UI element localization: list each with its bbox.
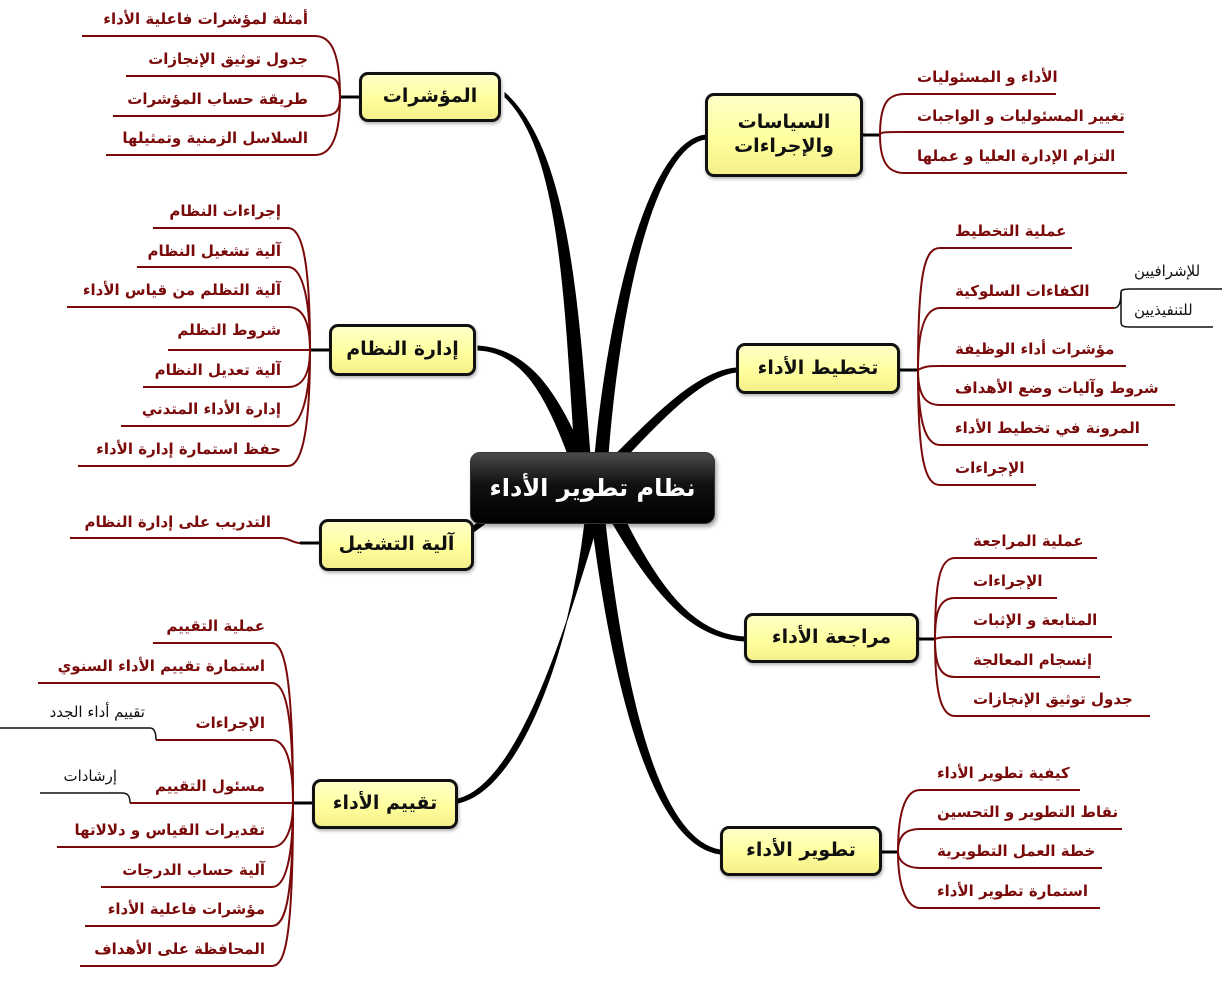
topic-indicators-label: المؤشرات (382, 85, 478, 108)
topic-planning[interactable]: تخطيط الأداء (736, 343, 900, 394)
subtopic-item[interactable]: مسئول التقييم (154, 777, 265, 795)
subtopic-item[interactable]: آلية التظلم من قياس الأداء (82, 281, 281, 299)
subtopic-item[interactable]: مؤشرات فاعلية الأداء (107, 900, 265, 918)
topic-system-management[interactable]: إدارة النظام (329, 324, 476, 376)
subtopic-item[interactable]: آلية تعديل النظام (154, 361, 281, 379)
topic-operation-mechanism[interactable]: آلية التشغيل (319, 519, 474, 571)
subtopic-item[interactable]: جدول توثيق الإنجازات (973, 690, 1133, 708)
tertiary-item[interactable]: تقييم أداء الجدد (49, 703, 145, 721)
tertiary-item[interactable]: للتنفيذيين (1134, 301, 1193, 319)
topic-policies-label-line1: السياسات (737, 111, 831, 134)
subtopic-item[interactable]: أمثلة لمؤشرات فاعلية الأداء (103, 10, 308, 28)
subtopic-item[interactable]: مؤشرات أداء الوظيفة (955, 340, 1115, 358)
subtopic-item[interactable]: عملية المراجعة (973, 532, 1084, 550)
topic-system-management-label: إدارة النظام (346, 338, 459, 361)
topic-performance-evaluation-label: تقييم الأداء (332, 792, 438, 815)
topic-planning-label: تخطيط الأداء (757, 356, 879, 379)
subtopic-item[interactable]: آلية حساب الدرجات (122, 861, 265, 879)
subtopic-item[interactable]: المرونة في تخطيط الأداء (955, 419, 1140, 437)
tertiary-item[interactable]: للإشرافيين (1134, 262, 1201, 280)
subtopic-item[interactable]: المتابعة و الإثبات (973, 611, 1098, 629)
topic-development[interactable]: تطوير الأداء (720, 826, 882, 876)
subtopic-item[interactable]: عملية التقييم (166, 617, 265, 635)
tertiary-item[interactable]: إرشادات (63, 767, 117, 785)
subtopic-item[interactable]: تغيير المسئوليات و الواجبات (917, 107, 1125, 125)
subtopic-item[interactable]: جدول توثيق الإنجازات (148, 50, 308, 68)
subtopic-item[interactable]: الإجراءات (973, 572, 1043, 590)
subtopic-item[interactable]: حفظ استمارة إدارة الأداء (96, 440, 281, 458)
subtopic-item[interactable]: الكفاءات السلوكية (955, 282, 1090, 300)
subtopic-item[interactable]: استمارة تقييم الأداء السنوي (57, 657, 265, 675)
topic-development-label: تطوير الأداء (746, 839, 856, 862)
subtopic-item[interactable]: تقديرات القياس و دلالاتها (74, 821, 266, 839)
subtopic-item[interactable]: الأداء و المسئوليات (917, 68, 1058, 86)
topic-review[interactable]: مراجعة الأداء (744, 613, 919, 663)
subtopic-item[interactable]: شروط وآليات وضع الأهداف (955, 379, 1159, 397)
subtopic-item[interactable]: شروط التظلم (177, 321, 281, 339)
subtopic-item[interactable]: السلاسل الزمنية وتمثيلها (122, 129, 308, 147)
topic-performance-evaluation[interactable]: تقييم الأداء (312, 779, 458, 829)
root-label: نظام تطوير الأداء (489, 474, 696, 502)
topic-indicators[interactable]: المؤشرات (359, 72, 501, 122)
topic-policies[interactable]: السياسات والإجراءات (705, 93, 863, 177)
subtopic-item[interactable]: طريقة حساب المؤشرات (127, 90, 308, 108)
topic-policies-label-line2: والإجراءات (734, 135, 834, 157)
topic-review-label: مراجعة الأداء (771, 626, 892, 649)
subtopic-item[interactable]: إدارة الأداء المتدني (141, 400, 281, 418)
subtopic-item[interactable]: التزام الإدارة العليا و عملها (917, 147, 1116, 165)
subtopic-item[interactable]: المحافظة على الأهداف (94, 940, 265, 958)
subtopic-item[interactable]: آلية تشغيل النظام (147, 242, 281, 260)
topic-operation-mechanism-label: آلية التشغيل (338, 533, 455, 556)
subtopic-item[interactable]: كيفية تطوير الأداء (937, 764, 1070, 782)
subtopic-item[interactable]: عملية التخطيط (955, 222, 1067, 240)
subtopic-item[interactable]: التدريب على إدارة النظام (84, 513, 271, 531)
subtopic-item[interactable]: استمارة تطوير الأداء (937, 882, 1089, 900)
subtopic-item[interactable]: إنسجام المعالجة (973, 651, 1093, 669)
subtopic-item[interactable]: خطة العمل التطويرية (937, 842, 1096, 860)
subtopic-item[interactable]: إجراءات النظام (169, 202, 281, 220)
root-node[interactable]: نظام تطوير الأداء (470, 452, 715, 524)
subtopic-item[interactable]: نقاط التطوير و التحسين (937, 803, 1119, 821)
subtopic-item[interactable]: الإجراءات (195, 714, 265, 732)
subtopic-item[interactable]: الإجراءات (955, 459, 1025, 477)
